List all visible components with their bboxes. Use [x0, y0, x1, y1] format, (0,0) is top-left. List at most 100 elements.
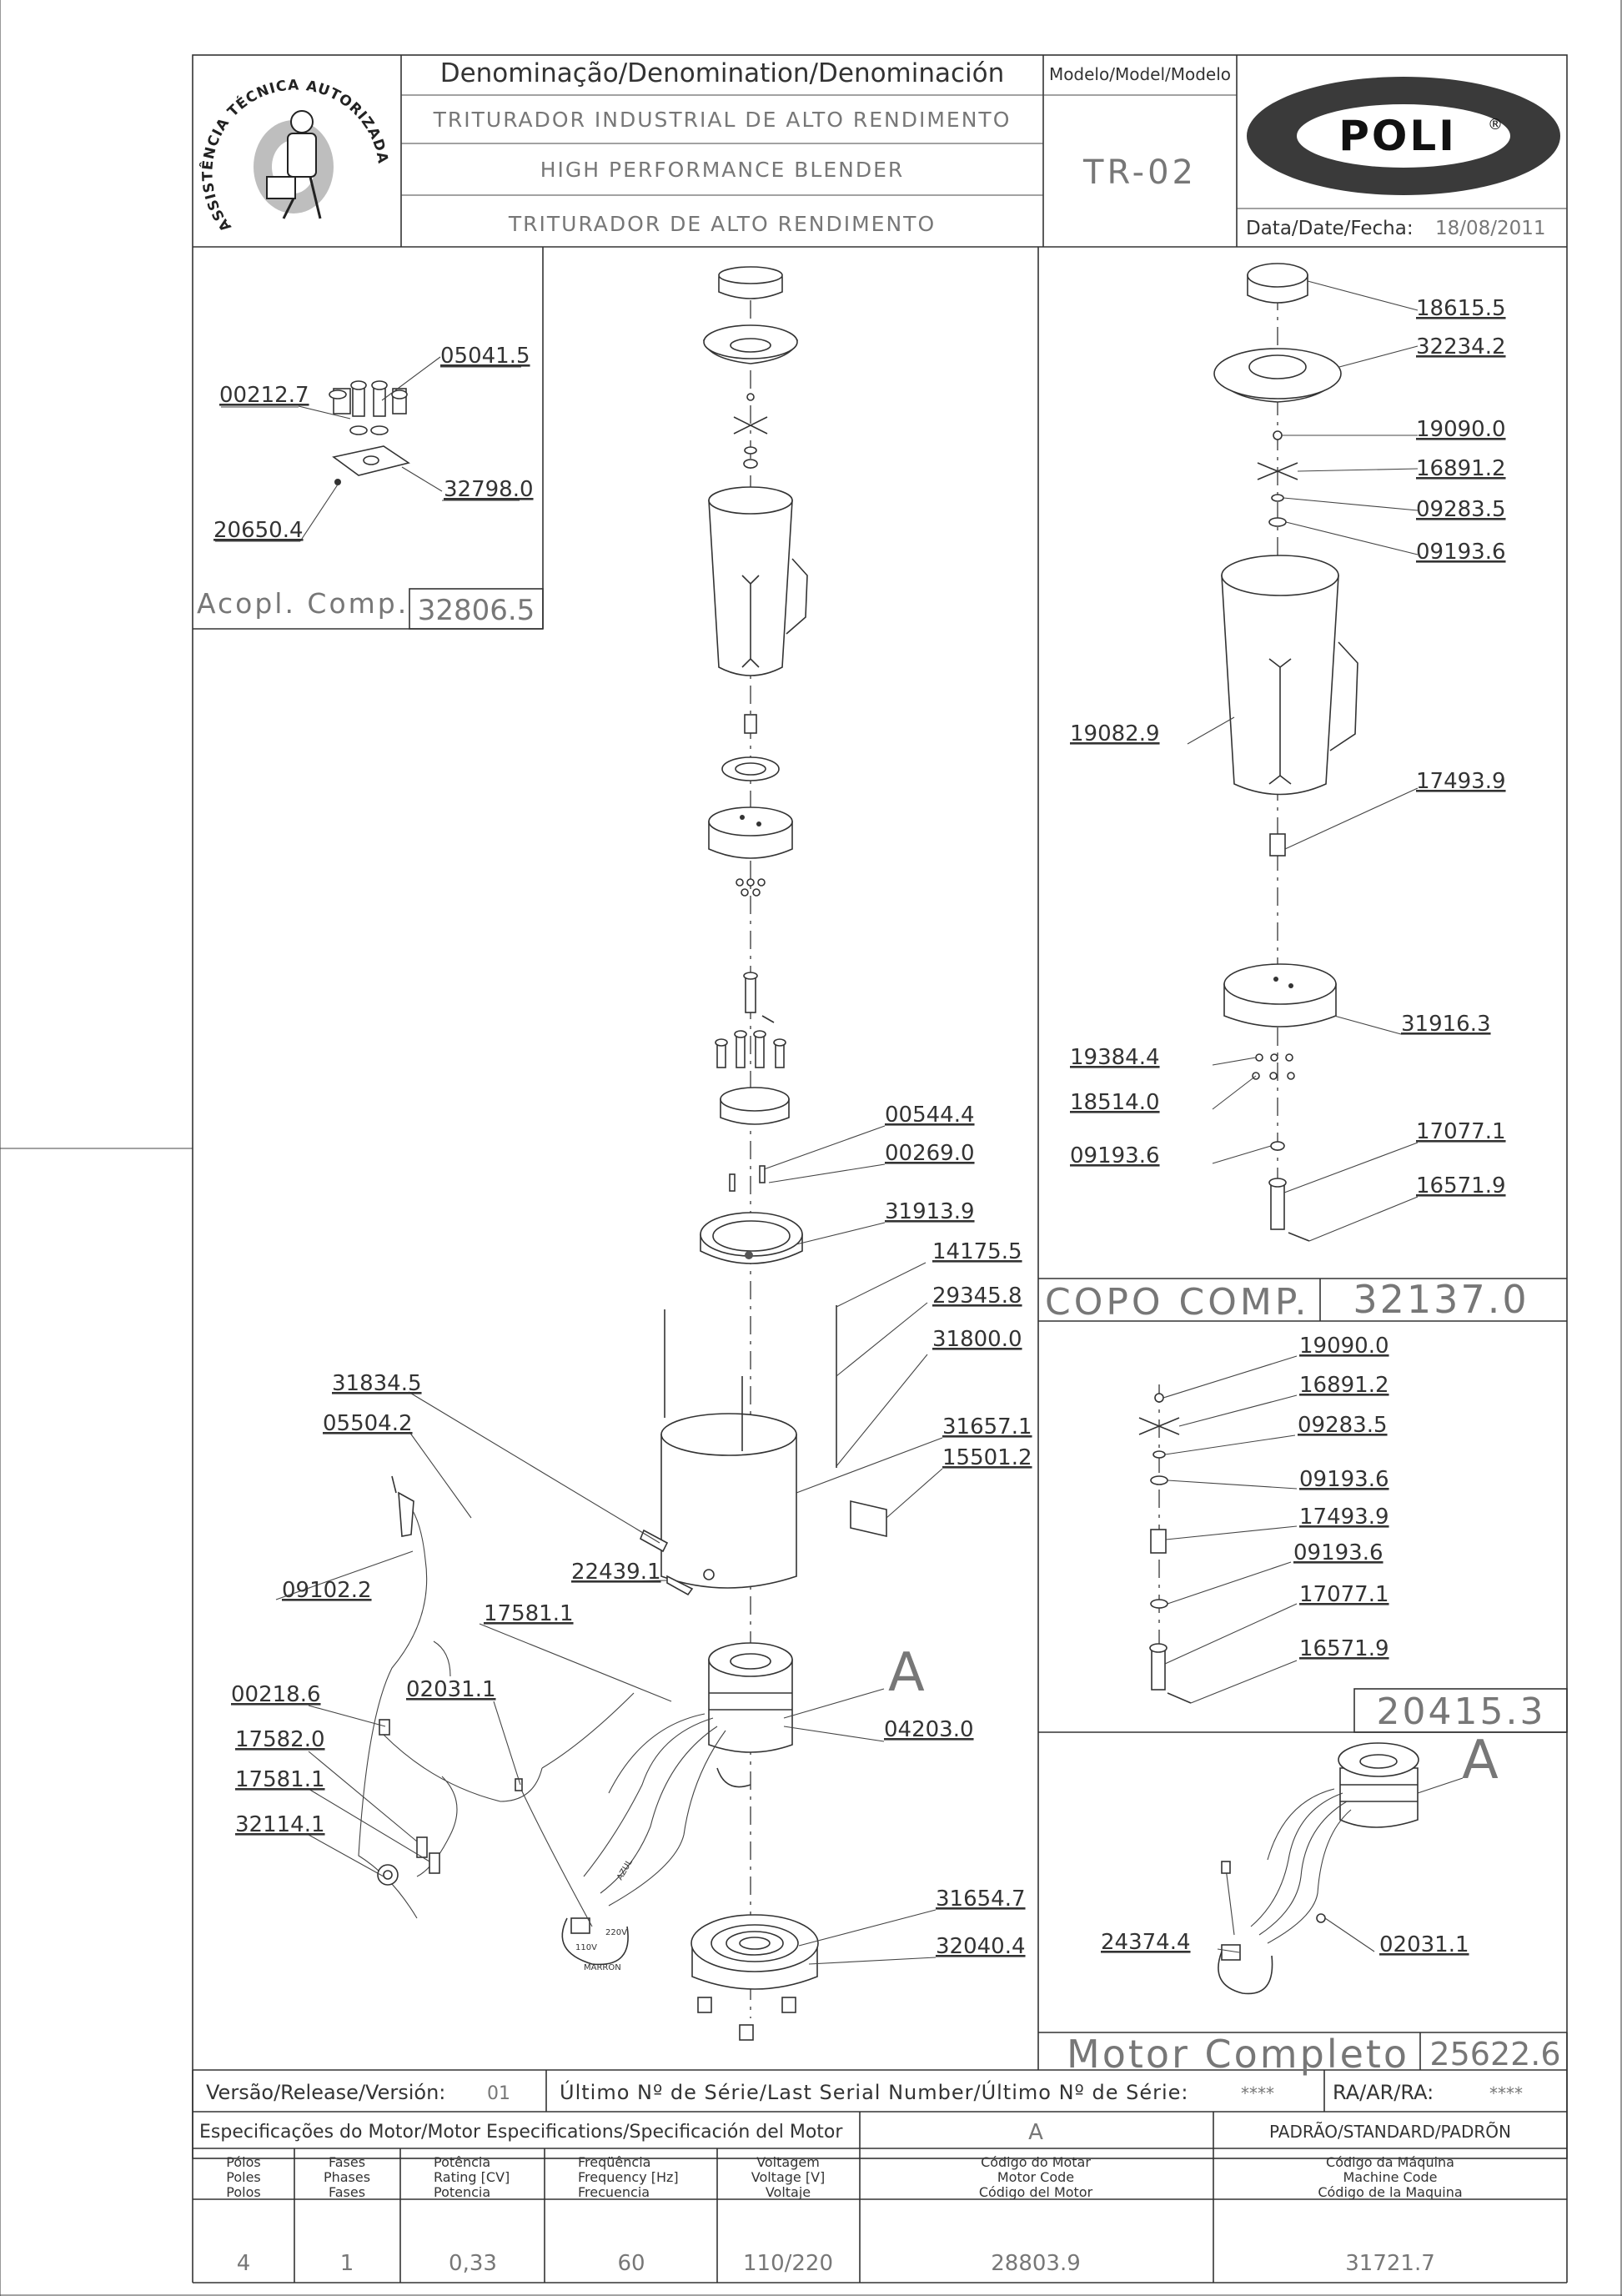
value-rating: 0,33: [449, 2251, 497, 2276]
brand-name: POLI: [1338, 112, 1457, 160]
authorized-service-seal: ASSISTÊNCIA TÉCNICA AUTORIZADA: [198, 77, 390, 234]
motor-part-label-02031-1: 02031.1: [1379, 1932, 1469, 1957]
part-label-22439-1: 22439.1: [571, 1560, 661, 1585]
part-label-00269-0: 00269.0: [885, 1141, 975, 1166]
part-label-00218-6: 00218.6: [231, 1682, 321, 1707]
spec-callout: A: [1028, 2120, 1043, 2145]
blade-part-label-17077-1: 17077.1: [1299, 1582, 1389, 1607]
part-label-14175-5: 14175.5: [932, 1239, 1022, 1264]
motor-callout-a: A: [1462, 1730, 1499, 1791]
model-value: TR-02: [1082, 153, 1197, 192]
header-poles-es: Polos: [226, 2184, 260, 2200]
header-motor-code-pt: Código do Motar: [981, 2154, 1091, 2170]
blade-part-label-09193-6: 09193.6: [1299, 1467, 1389, 1492]
part-label-04203-0: 04203.0: [884, 1717, 974, 1742]
value-frequency: 60: [617, 2251, 645, 2276]
part-label-05504-2: 05504.2: [323, 1411, 413, 1436]
spec-column-phases: Fases Phases Fases 1: [324, 2154, 370, 2276]
part-label-17581-1b: 17581.1: [235, 1767, 325, 1792]
coupling-code: 32806.5: [418, 594, 535, 627]
header-frequency-en: Frequency [Hz]: [578, 2169, 679, 2185]
header-poles-en: Poles: [226, 2169, 261, 2185]
brand-mark: ®: [1488, 116, 1503, 133]
part-label-31800-0: 31800.0: [932, 1327, 1022, 1352]
cup-code: 32137.0: [1353, 1277, 1529, 1322]
part-label-18615-5: 18615.5: [1416, 296, 1506, 321]
serial-label: Último Nº de Série/Last Serial Number/Úl…: [560, 2079, 1188, 2104]
part-label-17077-1: 17077.1: [1416, 1119, 1506, 1144]
part-label-29345-8: 29345.8: [932, 1284, 1022, 1309]
coupling-assembly: 05041.5 00212.7 32798.0 20650.4 Acopl. C…: [197, 344, 544, 630]
blade-part-label-19090-0: 19090.0: [1299, 1334, 1389, 1359]
date-value: 18/08/2011: [1435, 218, 1546, 239]
part-label-32234-2: 32234.2: [1416, 334, 1506, 359]
date-label: Data/Date/Fecha:: [1246, 218, 1414, 239]
blade-code: 20415.3: [1377, 1691, 1546, 1733]
part-label-09193-6b: 09193.6: [1070, 1143, 1160, 1168]
header-machine-code-es: Código de la Maquina: [1318, 2184, 1462, 2200]
header-motor-code-es: Código del Motor: [979, 2184, 1093, 2200]
part-label-18514-0: 18514.0: [1070, 1090, 1160, 1115]
standard-label: PADRÃO/STANDARD/PADRÕN: [1269, 2122, 1511, 2142]
motor-label: Motor Completo: [1067, 2032, 1409, 2077]
serial-value: ****: [1241, 2083, 1274, 2103]
motor-code: 25622.6: [1429, 2036, 1560, 2072]
part-label-16891-2: 16891.2: [1416, 456, 1506, 481]
header-frequency-es: Frecuencia: [578, 2184, 650, 2200]
version-value: 01: [487, 2083, 510, 2104]
spec-column-poles: Pólos Poles Polos 4: [226, 2154, 261, 2276]
part-label-17581-1: 17581.1: [484, 1601, 574, 1626]
header-voltage-es: Voltaje: [766, 2184, 811, 2200]
part-label-17493-9: 17493.9: [1416, 769, 1506, 794]
wire-label-marron: MARRON: [584, 1963, 621, 1972]
cup-label: COPO COMP.: [1045, 1281, 1310, 1324]
name-spanish: TRITURADOR DE ALTO RENDIMENTO: [508, 212, 936, 236]
part-label-00212-7: 00212.7: [219, 383, 309, 408]
part-label-31916-3: 31916.3: [1401, 1012, 1491, 1037]
header-rating-en: Rating [CV]: [434, 2169, 510, 2185]
part-label-31913-9: 31913.9: [885, 1199, 975, 1224]
motor-assembly: A 24374.4 02031.1 Motor Completo 25622.6: [1067, 1730, 1561, 2077]
name-english: HIGH PERFORMANCE BLENDER: [540, 158, 905, 182]
part-label-19082-9: 19082.9: [1070, 721, 1160, 746]
main-exploded-view: A 00544.4 00269.0 31913.9 14175.5 29345.…: [231, 266, 1032, 2041]
name-portuguese: TRITURADOR INDUSTRIAL DE ALTO RENDIMENTO: [433, 108, 1012, 132]
title-block: Denominação/Denomination/Denominación TR…: [193, 55, 1567, 248]
spec-column-machine-code: Código da Máquina Machine Code Código de…: [1318, 2154, 1462, 2276]
cup-assembly: 18615.5 32234.2 19090.0 16891.2 09283.5 …: [1038, 263, 1567, 1324]
motor-part-label-24374-4: 24374.4: [1101, 1930, 1191, 1955]
spec-label: Especificações do Motor/Motor Especifica…: [199, 2122, 843, 2143]
specifications-table: Versão/Release/Versión: 01 Último Nº de …: [193, 2070, 1567, 2283]
blade-part-label-16891-2: 16891.2: [1299, 1373, 1389, 1398]
header-frequency-pt: Freqüência: [578, 2154, 650, 2170]
blade-part-label-16571-9: 16571.9: [1299, 1636, 1389, 1661]
spec-column-rating: Potência Rating [CV] Potencia 0,33: [434, 2154, 510, 2276]
part-label-09193-6: 09193.6: [1416, 540, 1506, 565]
header-phases-es: Fases: [329, 2184, 365, 2200]
header-rating-es: Potencia: [434, 2184, 490, 2200]
part-label-15501-2: 15501.2: [942, 1445, 1032, 1470]
part-label-20650-4: 20650.4: [213, 518, 304, 543]
blade-assembly: 19090.0 16891.2 09283.5 09193.6 17493.9 …: [1138, 1334, 1568, 1733]
version-label: Versão/Release/Versión:: [206, 2081, 445, 2104]
header-rating-pt: Potência: [434, 2154, 490, 2170]
coupling-label: Acopl. Comp.: [197, 587, 409, 620]
value-motor-code: 28803.9: [991, 2251, 1081, 2276]
header-phases-en: Phases: [324, 2169, 370, 2185]
part-label-09283-5: 09283.5: [1416, 497, 1506, 522]
value-machine-code: 31721.7: [1345, 2251, 1435, 2276]
section-lines: [192, 247, 1568, 2283]
wire-label-110v: 110V: [575, 1943, 597, 1952]
part-label-32040-4: 32040.4: [936, 1934, 1026, 1959]
ra-label: RA/AR/RA:: [1333, 2081, 1434, 2104]
spec-column-frequency: Freqüência Frequency [Hz] Frecuencia 60: [578, 2154, 679, 2276]
spec-column-voltage: Voltagem Voltage [V] Voltaje 110/220: [743, 2154, 833, 2276]
part-label-31654-7: 31654.7: [936, 1887, 1026, 1912]
part-label-32114-1: 32114.1: [235, 1812, 325, 1837]
part-label-02031-1: 02031.1: [406, 1677, 496, 1702]
part-label-19090-0: 19090.0: [1416, 417, 1506, 442]
value-phases: 1: [340, 2251, 354, 2276]
part-label-00544-4: 00544.4: [885, 1103, 975, 1128]
